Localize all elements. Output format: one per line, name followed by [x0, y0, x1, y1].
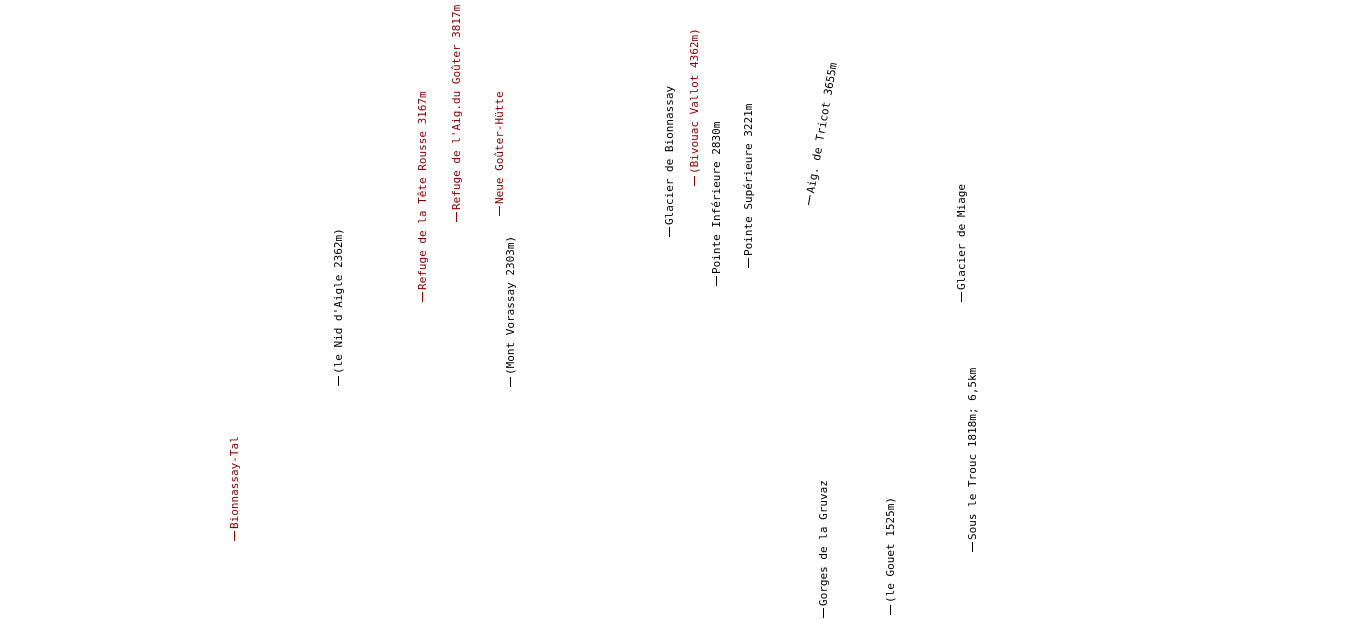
map-label-neue-gouter-huette: Neue Goûter-Hütte: [493, 91, 506, 216]
map-label-glacier-bionnassay: Glacier de Bionnassay: [663, 85, 676, 237]
map-label-text: (le Nid d'Aigle 2362m): [332, 228, 345, 374]
map-label-text: Pointe Supérieure 3221m: [742, 103, 755, 256]
map-label-refuge-aig-gouter: Refuge de l'Aig.du Goûter 3817m: [450, 4, 463, 222]
map-label-text: Gorges de la Gruvaz: [817, 480, 830, 606]
label-tick: [509, 377, 511, 387]
map-label-text: (Bivouac Vallot 4362m): [688, 28, 701, 174]
map-label-nid-daigle: (le Nid d'Aigle 2362m): [332, 228, 345, 386]
map-label-glacier-miage: Glacier de Miage: [955, 184, 968, 302]
map-label-text: Refuge de la Tête Rousse 3167m: [416, 91, 429, 290]
map-label-text: Neue Goûter-Hütte: [493, 91, 506, 204]
map-label-text: (Mont Vorassay 2303m): [504, 235, 517, 375]
map-label-gorges-gruvaz: Gorges de la Gruvaz: [817, 480, 830, 618]
map-label-text: Aig. de Tricot 3655m: [804, 61, 840, 195]
map-label-text: Refuge de l'Aig.du Goûter 3817m: [450, 4, 463, 210]
map-label-bionnassay-tal: Bionnassay-Tal: [228, 436, 241, 541]
label-tick: [960, 292, 962, 302]
label-tick: [971, 542, 973, 552]
map-label-pointe-inferieure: Pointe Inférieure 2830m: [710, 121, 723, 286]
map-label-aig-tricot: Aig. de Tricot 3655m: [803, 62, 840, 206]
label-tick: [233, 531, 235, 541]
map-label-pointe-superieure: Pointe Supérieure 3221m: [742, 103, 755, 268]
map-label-text: Pointe Inférieure 2830m: [710, 121, 723, 274]
label-tick: [498, 206, 500, 216]
label-tick: [747, 258, 749, 268]
label-tick: [337, 376, 339, 386]
label-tick: [668, 227, 670, 237]
label-tick: [889, 605, 891, 615]
label-tick: [822, 608, 824, 618]
label-tick: [421, 292, 423, 302]
map-label-text: Bionnassay-Tal: [228, 436, 241, 529]
label-tick: [455, 212, 457, 222]
map-label-text: Glacier de Bionnassay: [663, 85, 676, 225]
map-label-text: Glacier de Miage: [955, 184, 968, 290]
map-label-sous-le-trouc: Sous le Trouc 1818m; 6,5km: [966, 367, 979, 552]
map-label-refuge-tete-rousse: Refuge de la Tête Rousse 3167m: [416, 91, 429, 302]
label-tick: [715, 276, 717, 286]
map-label-text: (le Gouet 1525m): [884, 497, 897, 603]
map-label-le-gouet: (le Gouet 1525m): [884, 497, 897, 615]
map-label-text: Sous le Trouc 1818m; 6,5km: [966, 367, 979, 540]
map-label-mont-vorassay: (Mont Vorassay 2303m): [504, 235, 517, 387]
label-tick: [693, 176, 695, 186]
map-label-bivouac-vallot: (Bivouac Vallot 4362m): [688, 28, 701, 186]
label-tick: [807, 194, 811, 205]
